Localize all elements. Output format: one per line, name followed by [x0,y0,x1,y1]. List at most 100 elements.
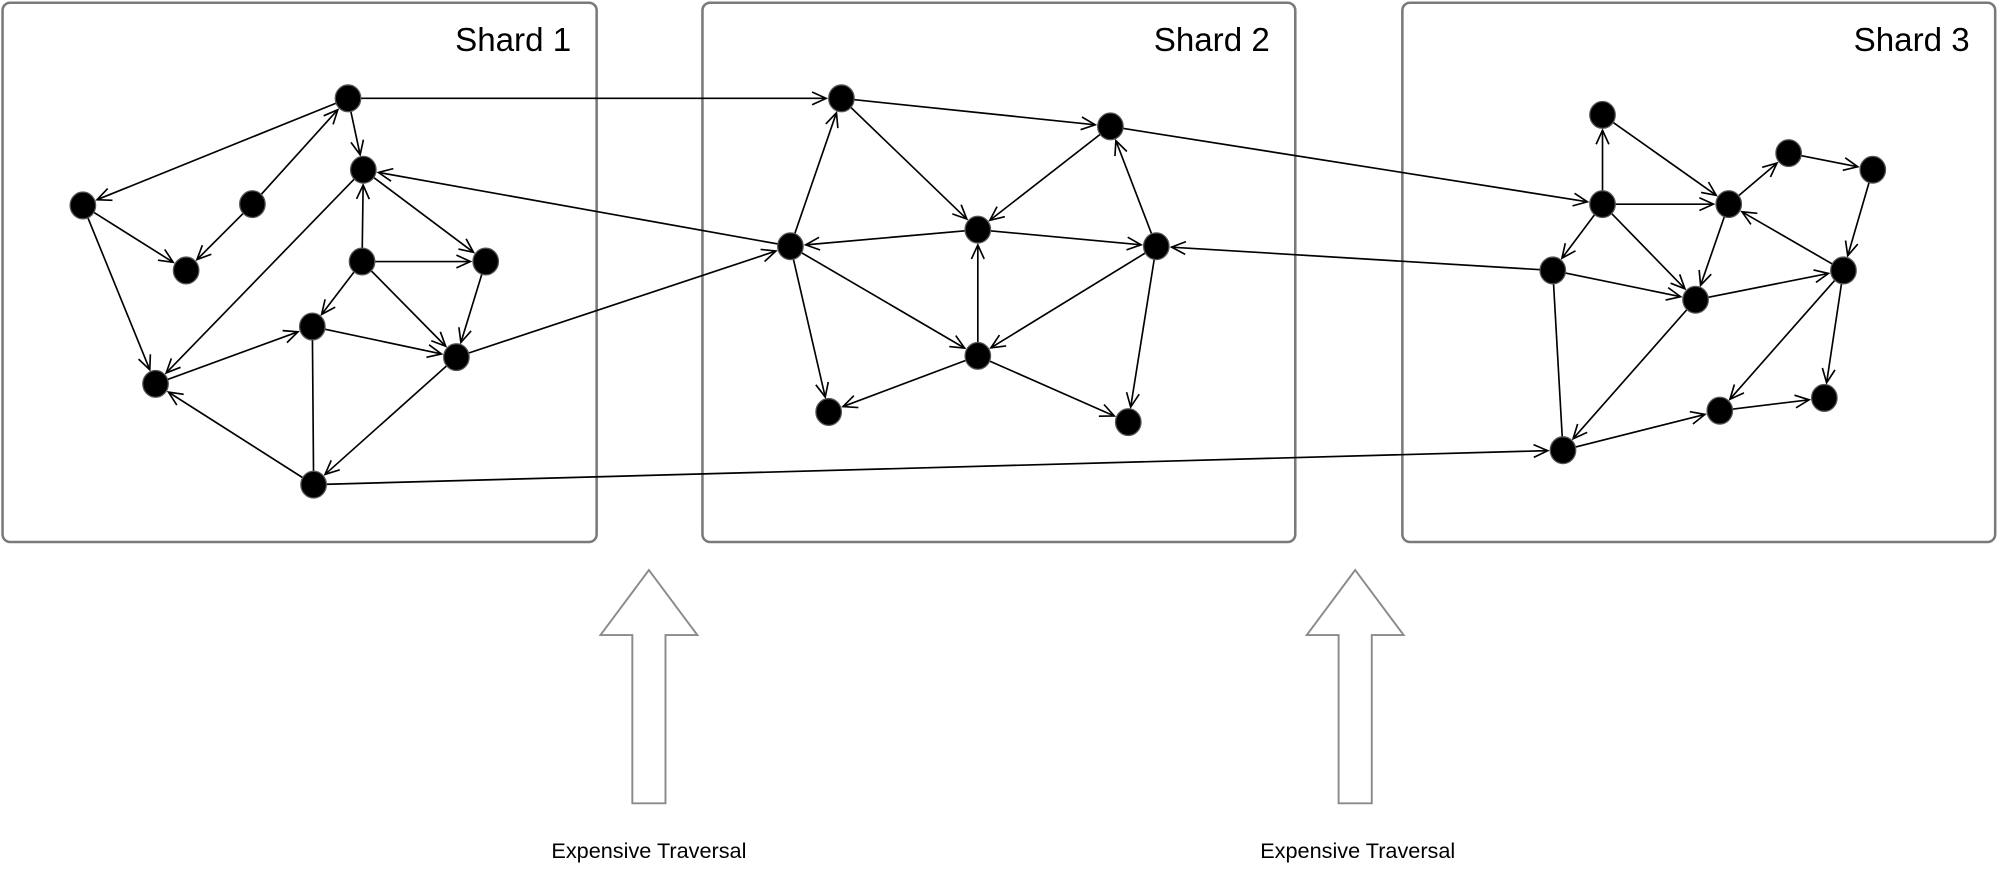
arrowhead-icon [458,238,476,254]
shard-2: Shard 2 [701,1,1297,544]
edge-line [313,449,1548,486]
arrowhead-icon [166,391,184,406]
edge-C-E [82,204,175,264]
edge-line [1825,270,1845,383]
edge-line [1171,246,1553,272]
graph-node-P3 [777,232,804,261]
arrowhead-icon [1125,391,1140,410]
graph-node-D [239,190,266,219]
arrowhead-icon [989,334,1007,349]
edge-A-P1 [348,91,829,106]
arrowhead-icon [1595,128,1610,145]
arrowhead-icon [1670,274,1687,291]
edge-P5-P6 [989,245,1157,349]
edge-Q1-Q3 [1602,114,1718,197]
arrowhead-icon [1169,240,1187,256]
traversal-indicator-1: Expensive Traversal [551,568,746,863]
arrowhead-icon [355,183,371,200]
arrowhead-icon [952,204,969,221]
edge-line [1572,299,1697,440]
arrowhead-icon [157,248,175,264]
edge-line [840,97,968,220]
graph-node-A [334,84,362,113]
edge-P3-B [376,167,791,248]
shard-2-box [701,1,1297,544]
arrowhead-icon [1844,240,1859,258]
arrowhead-icon [430,331,448,348]
edge-Q6-Q9 [1551,270,1564,451]
shard-1: Shard 1 [1,1,598,544]
arrowhead-icon [1699,197,1716,212]
up-arrow-icon [598,568,700,805]
arrowhead-icon [1665,286,1683,301]
edge-Q5-Q8 [1844,169,1874,258]
edge-Q8-Q10 [1728,269,1845,401]
edge-F-I [361,260,448,348]
edge-P3-P1 [789,110,839,247]
edge-Q10-Q11 [1719,394,1812,412]
edge-line [989,125,1111,221]
edge-line [251,109,339,205]
edge-line [165,169,364,374]
edge-line [167,391,315,486]
edge-line [1695,272,1829,301]
up-arrow-icon [1304,568,1406,805]
graph-node-Q4 [1775,139,1803,168]
edge-F-G [362,254,473,269]
edge-line [324,356,457,476]
arrowhead-icon [811,91,829,106]
edge-line [1699,203,1730,286]
arrowhead-icon [1689,410,1707,425]
arrowhead-icon [350,139,365,157]
edge-Q9-Q10 [1562,410,1707,452]
arrowhead-icon [988,206,1006,222]
arrowhead-icon [1571,423,1588,441]
graph-node-Q9 [1549,436,1577,465]
arrowhead-icon [825,110,839,129]
edge-Q6-Q7 [1552,269,1683,301]
graph-node-Q10 [1706,396,1734,425]
edge-line [155,331,299,385]
shard-3-title: Shard 3 [1854,22,1970,59]
arrowhead-icon [1700,181,1718,197]
arrowhead-icon [138,354,152,372]
arrowhead-icon [1080,116,1098,131]
edge-line [1562,413,1706,452]
graph-node-H [298,312,326,341]
arrowhead-icon [458,327,472,345]
edge-line [1729,269,1845,400]
arrowhead-icon [426,344,444,359]
edge-Q7-Q9 [1571,299,1697,441]
graph-node-P4 [964,215,992,244]
arrowhead-icon [1728,384,1745,401]
edge-K-J [166,391,315,486]
graph-node-C [69,191,97,220]
arrowhead-icon [376,167,394,182]
edge-line [790,245,966,349]
edge-P6-P8 [977,355,1117,417]
edge-P2-Q2 [1110,125,1590,207]
graph-node-Q5 [1859,155,1887,184]
edge-I-P3 [456,248,778,358]
arrowhead-icon [1794,394,1812,409]
edge-H-K [311,326,315,485]
edge-line [977,355,1115,417]
arrowhead-icon [841,395,859,409]
edge-P1-P2 [841,97,1098,131]
arrowhead-icon [323,108,340,125]
edge-Q2-Q7 [1601,203,1687,291]
graph-edges [82,91,1874,486]
edge-line [362,169,474,254]
edge-line [1115,140,1158,247]
edge-Q3-Q7 [1698,203,1730,288]
arrowhead-icon [1740,210,1758,225]
edge-line [361,260,447,347]
shard-1-box [1,1,598,544]
edge-H-I [312,325,444,359]
edge-P3-P6 [790,245,967,350]
shard-1-title: Shard 1 [455,22,571,59]
arrowhead-icon [323,460,340,476]
arrowhead-icon [1698,269,1712,288]
arrowhead-icon [1098,403,1117,417]
